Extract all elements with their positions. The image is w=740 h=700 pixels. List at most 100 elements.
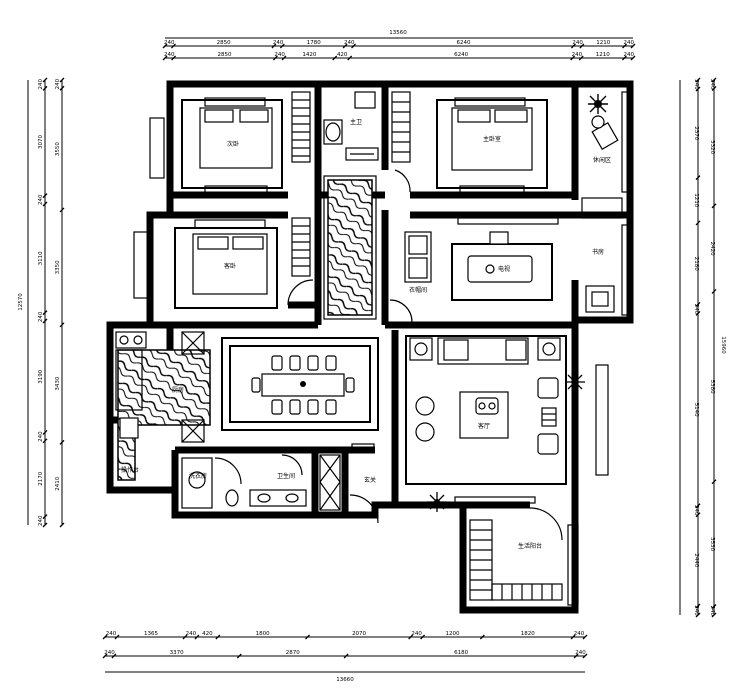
dimension-tick xyxy=(695,175,701,181)
dimension-value: 240 xyxy=(574,631,585,637)
dining-area xyxy=(221,337,379,431)
dimension-value: 3350 xyxy=(55,260,61,274)
dimension-tick xyxy=(711,86,717,91)
wardrobe-2 xyxy=(291,217,311,277)
dimension-tick xyxy=(42,318,48,324)
dimension-value: 2170 xyxy=(38,471,44,485)
dimension-tick xyxy=(695,302,701,307)
label-bathroom-top: 主卫 xyxy=(350,118,362,126)
dimension-value: 240 xyxy=(186,631,197,637)
dimension-value: 1200 xyxy=(445,631,459,637)
dimension-tick xyxy=(630,43,636,49)
dim-top-total: 13560 xyxy=(389,30,407,36)
dimension-tick xyxy=(695,612,701,618)
dimension-value: 3430 xyxy=(55,376,61,390)
fridge-box-1 xyxy=(181,331,205,355)
dimension-tick xyxy=(695,77,701,83)
dimension-value: 3550 xyxy=(55,142,61,156)
dimension-tick xyxy=(578,55,584,61)
dimension-value: 5380 xyxy=(709,380,715,394)
wardrobe-1 xyxy=(291,91,311,163)
entry: 玄关 xyxy=(349,443,379,524)
dimension-tick xyxy=(42,522,48,528)
dimension-value: 240 xyxy=(164,40,175,46)
dimension-tick xyxy=(711,288,717,294)
balcony: 生活阳台 xyxy=(469,507,563,601)
dimension-value: 240 xyxy=(55,78,61,89)
bedroom-left: 客卧 xyxy=(174,217,314,309)
dimension-value: 240 xyxy=(38,78,44,89)
dimension-tick xyxy=(351,43,356,49)
dimension-value: 2070 xyxy=(352,631,366,637)
living-room: 客厅 xyxy=(405,335,585,512)
dimension-tick xyxy=(271,43,277,49)
dimension-tick xyxy=(570,55,576,61)
study: 电视 书房 xyxy=(451,217,615,313)
dimension-tick xyxy=(102,634,108,640)
label-tv: 电视 xyxy=(498,265,510,273)
dimension-value: 240 xyxy=(411,631,422,637)
bedroom-top-left: 次卧 xyxy=(181,91,311,195)
dimension-tick xyxy=(59,439,65,445)
dimension-tick xyxy=(711,479,717,485)
dim-left-total: 12570 xyxy=(18,293,24,311)
dimension-value: 1210 xyxy=(596,40,610,46)
dimension-tick xyxy=(570,634,576,640)
dressing-room: 衣帽间 xyxy=(389,231,432,323)
dimension-value: 240 xyxy=(575,650,586,656)
dimension-tick xyxy=(582,653,588,659)
dimension-value: 3320 xyxy=(709,140,715,154)
dimension-tick xyxy=(111,653,117,659)
dimension-value: 1420 xyxy=(302,52,316,58)
dimension-value: 420 xyxy=(202,631,213,637)
dimension-tick xyxy=(408,634,414,640)
dimension-value: 420 xyxy=(337,52,348,58)
dimension-value: 2850 xyxy=(217,52,231,58)
dimension-value: 240 xyxy=(624,40,635,46)
dimension-tick xyxy=(279,43,285,49)
dimension-value: 3190 xyxy=(38,369,44,383)
label-lounge: 休闲区 xyxy=(593,156,611,164)
dimension-tick xyxy=(342,43,348,49)
label-entry: 玄关 xyxy=(364,476,376,484)
master-bedroom: 主卧室 xyxy=(391,91,548,195)
label-study: 书房 xyxy=(592,248,604,256)
dimension-tick xyxy=(59,207,65,213)
cabinet-x xyxy=(319,454,341,511)
dimension-tick xyxy=(343,653,349,659)
dim-right-total: 15960 xyxy=(720,336,726,354)
dimension-value: 6240 xyxy=(456,40,470,46)
corridor-marble xyxy=(323,175,377,320)
dimension-value: 1820 xyxy=(521,631,535,637)
dimension-value: 3070 xyxy=(38,135,44,149)
dimension-value: 2370 xyxy=(693,126,699,140)
bathroom-top: 主卫 xyxy=(323,91,411,193)
dimension-tick xyxy=(42,193,48,199)
dimension-tick xyxy=(711,612,717,618)
dimension-tick xyxy=(347,55,353,61)
dimension-tick xyxy=(695,310,701,316)
dimension-value: 1210 xyxy=(596,52,610,58)
dimension-tick xyxy=(479,634,485,640)
dimension-value: 2440 xyxy=(693,553,699,567)
bathroom-bottom: 卫生间 xyxy=(225,454,307,507)
dimension-value: 240 xyxy=(38,194,44,205)
dimension-value: 2180 xyxy=(693,257,699,271)
dimension-tick xyxy=(102,653,108,659)
dimension-tick xyxy=(59,322,65,328)
dimension-value: 240 xyxy=(693,79,699,90)
dimension-value: 240 xyxy=(693,505,699,516)
dimension-tick xyxy=(42,438,48,444)
dimension-value: 240 xyxy=(693,605,699,616)
dimension-value: 240 xyxy=(344,40,355,46)
dimension-tick xyxy=(695,86,701,92)
dimension-tick xyxy=(695,603,701,609)
dimension-value: 6240 xyxy=(454,52,468,58)
dimension-value: 2420 xyxy=(709,242,715,256)
dimension-value: 3110 xyxy=(38,251,44,265)
dimension-value: 6180 xyxy=(454,650,468,656)
dimension-tick xyxy=(573,653,579,659)
dimension-value: 2850 xyxy=(217,40,231,46)
dimension-value: 3370 xyxy=(170,650,184,656)
